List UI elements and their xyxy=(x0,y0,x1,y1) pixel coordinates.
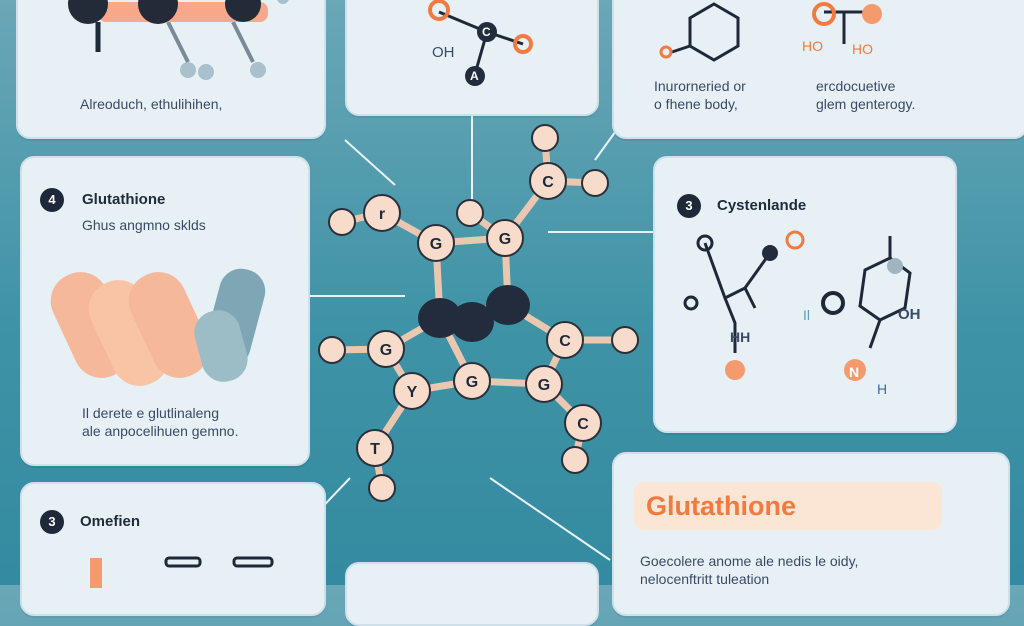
core-atom xyxy=(418,298,462,338)
hydrogen-atom xyxy=(611,326,639,354)
labeled-atom xyxy=(546,321,584,359)
labeled-atom xyxy=(525,365,563,403)
oh-label: OH xyxy=(898,306,921,323)
top-right-caption-1a: Inurorneried or xyxy=(654,78,746,94)
molecule-fragment-illustration xyxy=(68,0,289,80)
cysteine-structures-illustration xyxy=(683,230,912,381)
hydrogen-atom xyxy=(581,169,609,197)
card-top-left: Alreoduch, ethulihihen, xyxy=(16,0,326,139)
carbon-label: C xyxy=(482,25,491,39)
card-title: Cystenlande xyxy=(717,197,807,214)
ring-structures-illustration xyxy=(659,2,882,62)
atom-label: C xyxy=(559,333,571,350)
labeled-atom xyxy=(453,362,491,400)
labeled-atom xyxy=(367,330,405,368)
card-text-line2: ale anpocelihuen gemno. xyxy=(82,423,239,439)
labeled-atom xyxy=(564,404,602,442)
card-text-line1: Goecolere anome ale nedis le oidy, xyxy=(640,553,859,569)
core-atom xyxy=(450,302,494,342)
labeled-atom xyxy=(363,194,401,232)
card-subtitle: Ghus angmno sklds xyxy=(82,217,206,233)
atom-label: G xyxy=(430,236,442,253)
atom-label: G xyxy=(538,377,550,394)
card-text-line2: nelocenftritt tuleation xyxy=(640,571,770,587)
atom-label: T xyxy=(370,441,380,458)
flasks-illustration xyxy=(90,556,274,588)
amino-acid-capsules-illustration xyxy=(50,268,266,386)
labeled-atom xyxy=(393,372,431,410)
card-cystenlande: 3 Cystenlande HH OH H N Il xyxy=(653,156,957,433)
labeled-atom xyxy=(417,224,455,262)
card-title: Glutathione xyxy=(634,482,942,530)
hydrogen-atom xyxy=(368,474,396,502)
atom-label: G xyxy=(380,342,392,359)
step-badge: 4 xyxy=(40,188,64,212)
card-title: Omefien xyxy=(80,513,141,530)
hh-label: HH xyxy=(730,329,751,345)
atom-label: C xyxy=(542,174,554,191)
atom-label: C xyxy=(577,416,589,433)
atom-label: G xyxy=(499,231,511,248)
step-badge: 3 xyxy=(677,194,701,218)
card-text-line1: Il derete e glutlinaleng xyxy=(82,405,219,421)
il-label: Il xyxy=(803,307,810,323)
labeled-atom xyxy=(529,162,567,200)
labeled-atom xyxy=(486,219,524,257)
h-label: H xyxy=(877,381,888,397)
top-left-caption: Alreoduch, ethulihihen, xyxy=(80,96,223,112)
hydrogen-atom xyxy=(456,199,484,227)
card-title: Glutathione xyxy=(82,191,166,208)
glutathione-molecule-diagram: rG G C G G Y G C C T xyxy=(318,124,639,502)
hydrogen-atom xyxy=(318,336,346,364)
n-label: N xyxy=(849,364,860,380)
card-glutathione-left: 4 Glutathione Ghus angmno sklds Il deret… xyxy=(20,156,310,466)
a-label: A xyxy=(470,69,479,83)
atom-label: G xyxy=(466,374,478,391)
hydrogen-atom xyxy=(328,208,356,236)
top-right-caption-2b: glem genterogy. xyxy=(816,96,916,112)
step-badge: 3 xyxy=(40,510,64,534)
core-atom xyxy=(486,285,530,325)
card-top-middle: OH C A xyxy=(345,0,599,116)
hydrogen-atom xyxy=(561,446,589,474)
atom-label: r xyxy=(379,206,385,223)
atom-label: Y xyxy=(407,384,418,401)
carboxyl-illustration xyxy=(428,0,533,86)
ho-label-right: HO xyxy=(852,41,873,57)
top-right-caption-1b: o fhene body, xyxy=(654,96,738,112)
ho-label-left: HO xyxy=(802,38,823,54)
hydrogen-atom xyxy=(531,124,559,152)
oh-label: OH xyxy=(432,44,455,61)
labeled-atom xyxy=(356,429,394,467)
card-top-right: HO HO Inurorneried or o fhene body, ercd… xyxy=(612,0,1024,139)
top-right-caption-2a: ercdocuetive xyxy=(816,78,896,94)
